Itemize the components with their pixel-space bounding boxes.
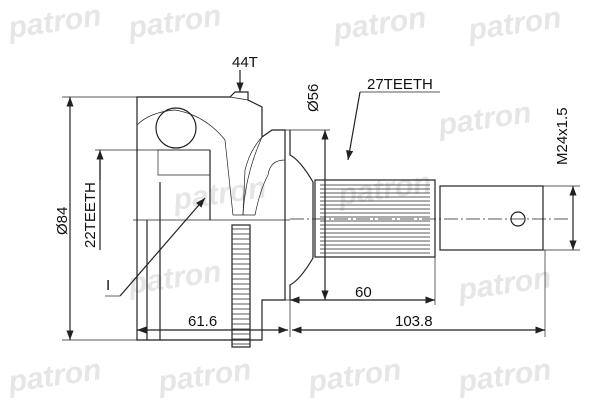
label-thread: M24x1.5 — [554, 107, 571, 165]
splined-section — [314, 179, 436, 258]
label-diameter-56: Ø56 — [305, 84, 322, 112]
ball — [155, 107, 197, 149]
watermark: patron — [5, 0, 103, 45]
watermark: patron — [455, 261, 553, 307]
label-diameter-84: Ø84 — [54, 207, 71, 235]
housing — [133, 91, 290, 341]
watermark: patron — [305, 353, 403, 399]
label-27-teeth: 27TEETH — [367, 76, 433, 93]
watermark: patron — [170, 171, 268, 217]
abs-ring — [231, 224, 251, 348]
watermark: patron — [455, 353, 553, 399]
watermark: patron — [125, 255, 223, 301]
label-103-8: 103.8 — [395, 313, 433, 330]
watermark: patron — [435, 96, 533, 142]
watermark: patron — [465, 1, 563, 47]
watermark: patron — [125, 0, 223, 45]
label-60: 60 — [355, 284, 372, 301]
shaft — [289, 130, 570, 300]
label-22-teeth: 22TEETH — [82, 182, 99, 248]
watermark: patron — [155, 353, 253, 399]
watermark: patron — [5, 353, 103, 399]
watermark: patron — [330, 1, 428, 47]
label-marker: I — [106, 277, 110, 294]
threaded-section — [439, 185, 544, 251]
label-44t: 44T — [232, 54, 258, 71]
dimensions — [62, 70, 580, 341]
label-61-6: 61.6 — [188, 313, 217, 330]
